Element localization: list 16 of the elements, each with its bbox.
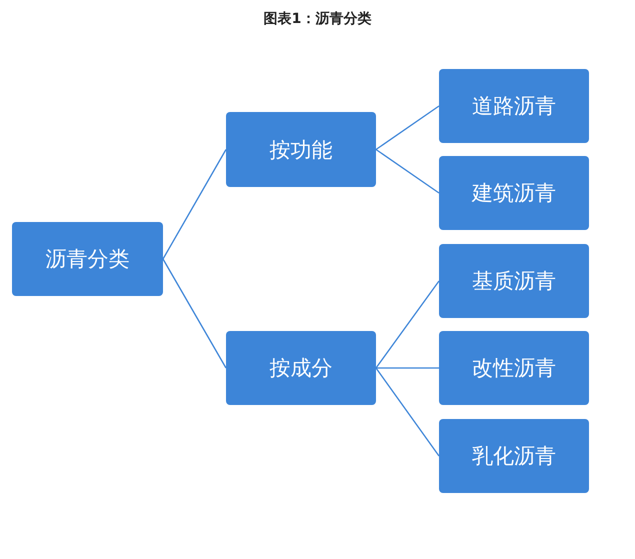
connector-line bbox=[375, 368, 440, 456]
category-box: 基质沥青 bbox=[439, 244, 589, 318]
connector-line bbox=[375, 280, 440, 368]
connector-line bbox=[376, 148, 440, 194]
connector-line bbox=[162, 258, 227, 368]
category-box: 建筑沥青 bbox=[439, 156, 589, 230]
diagram-title: 图表1：沥青分类 bbox=[262, 10, 372, 28]
category-box: 按功能 bbox=[226, 112, 376, 187]
category-box: 道路沥青 bbox=[439, 69, 589, 143]
connector-line bbox=[376, 105, 440, 150]
connector-line bbox=[376, 367, 439, 369]
category-box: 沥青分类 bbox=[12, 222, 163, 296]
category-box: 改性沥青 bbox=[439, 331, 589, 405]
connector-line bbox=[162, 149, 227, 260]
category-box: 乳化沥青 bbox=[439, 419, 589, 493]
category-box: 按成分 bbox=[226, 331, 376, 405]
